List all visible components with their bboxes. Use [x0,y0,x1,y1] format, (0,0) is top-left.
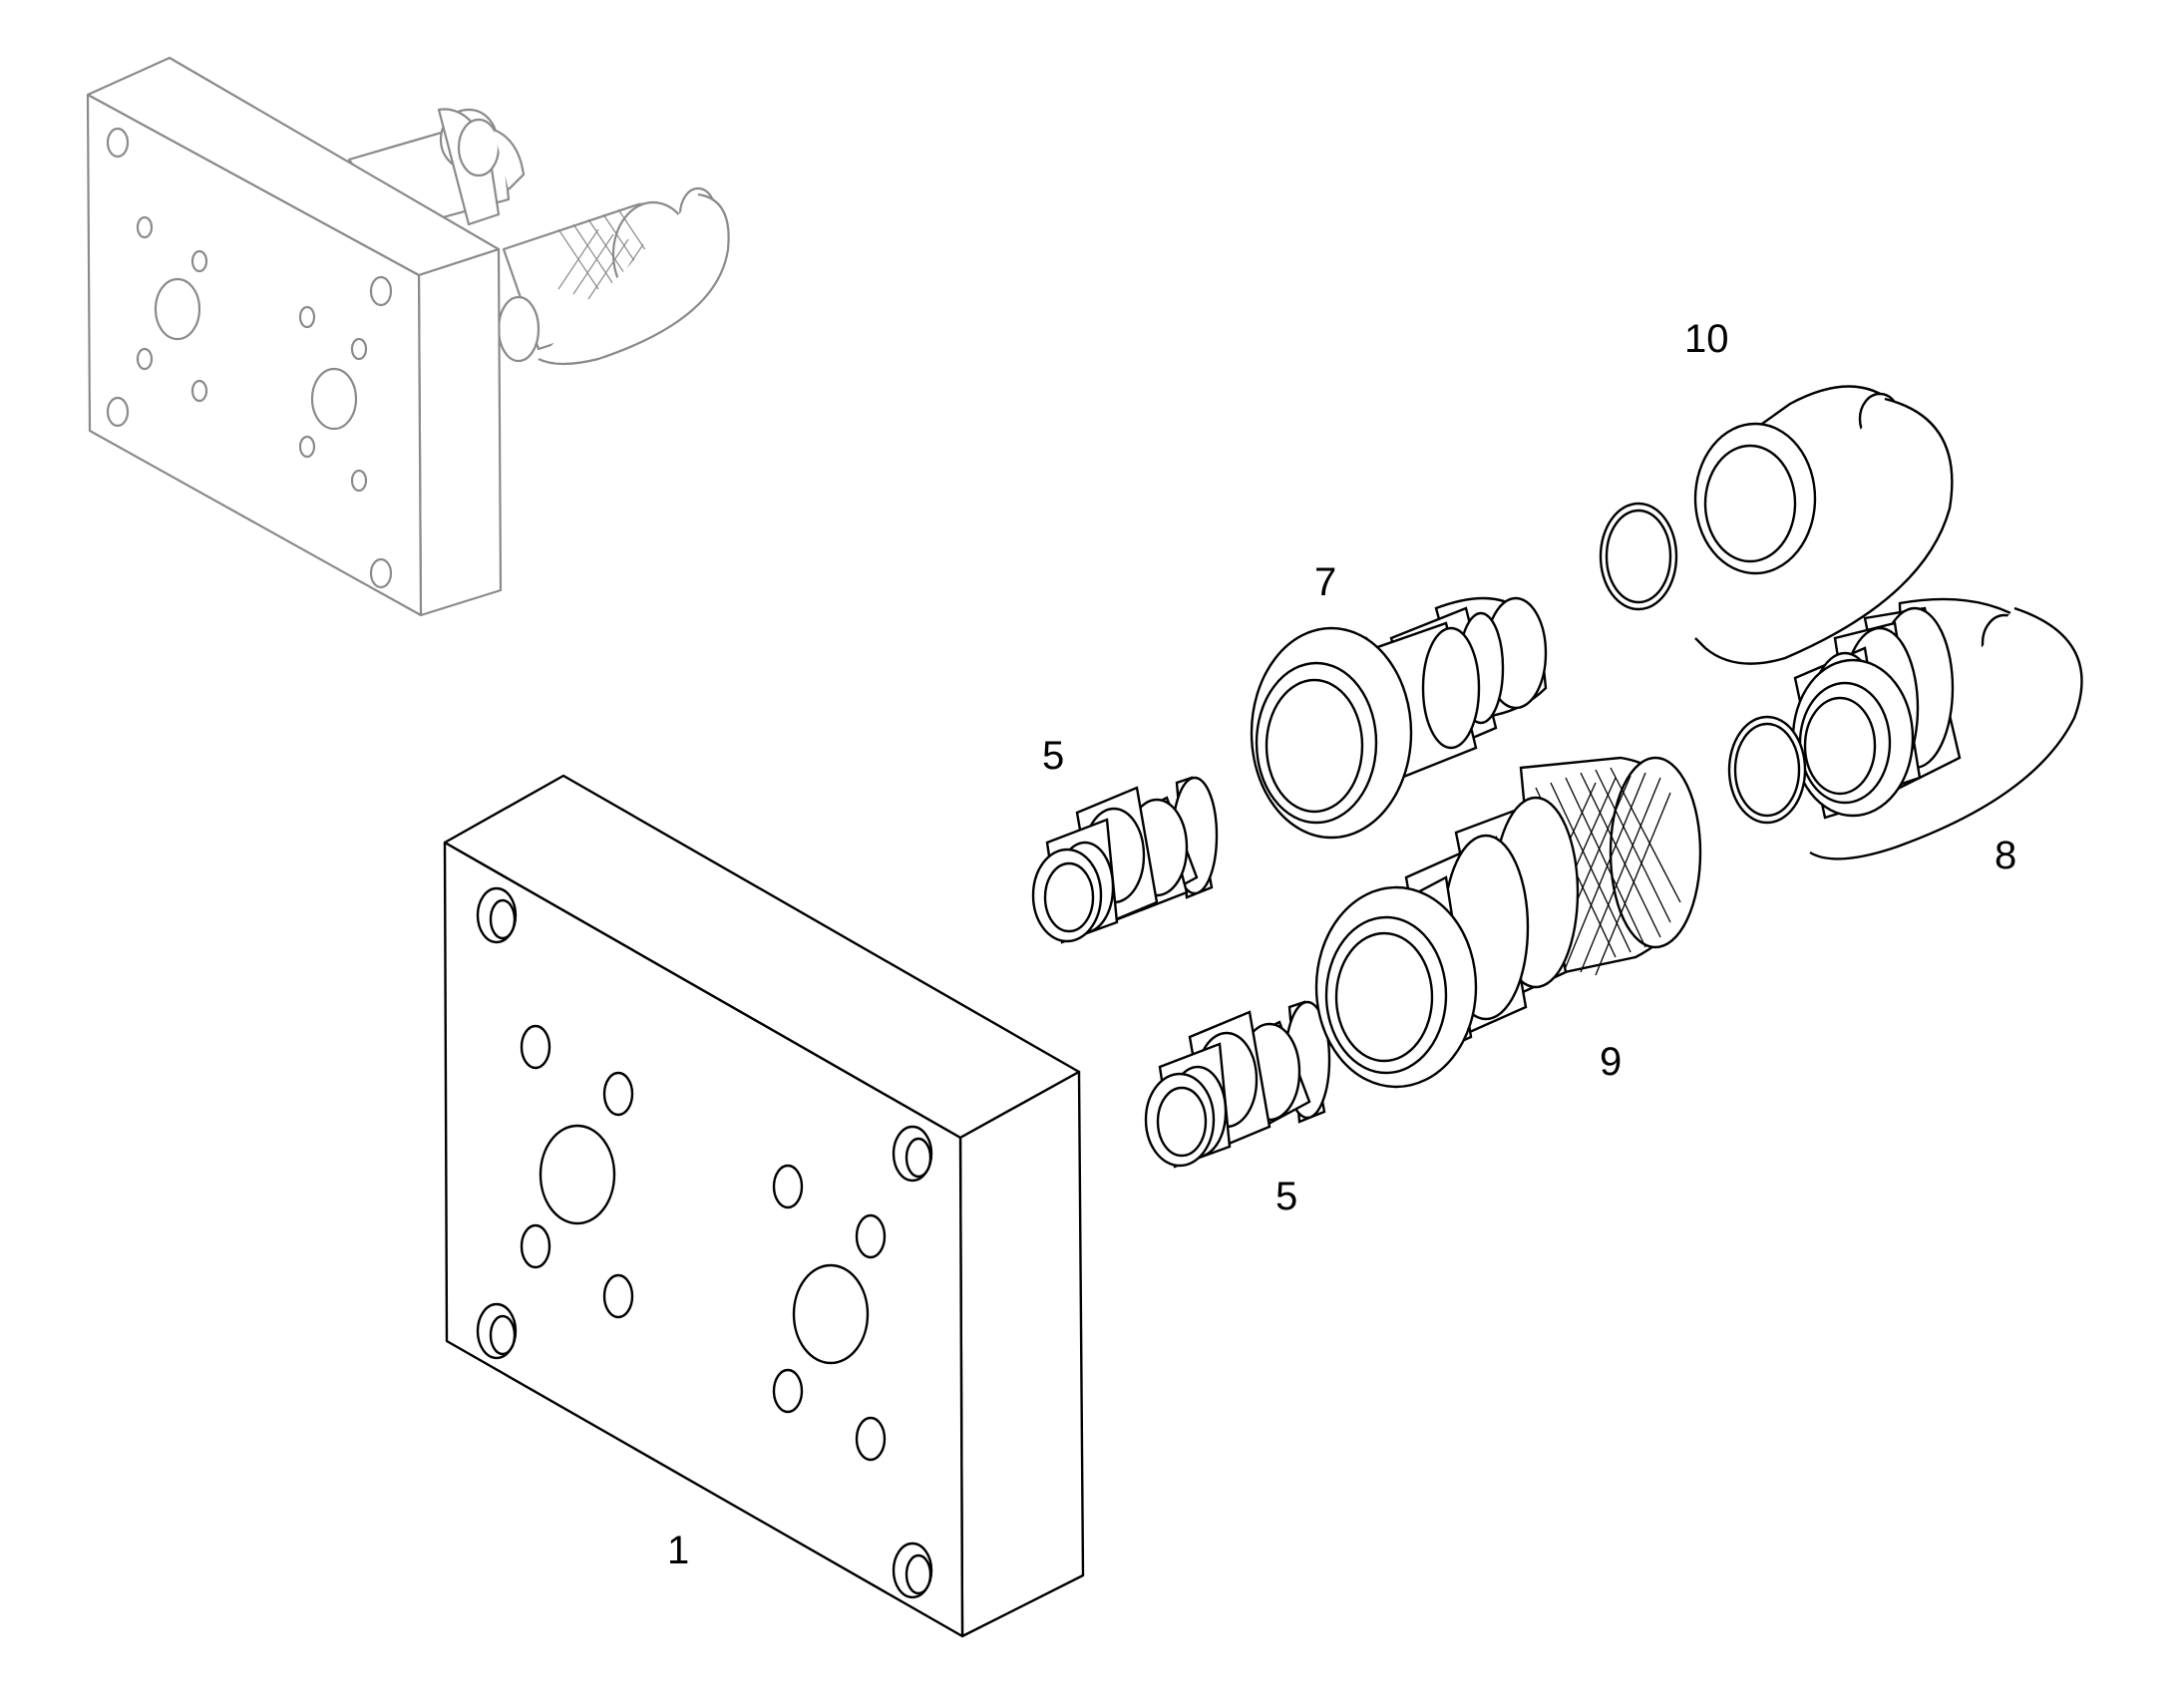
ghost-connectors [347,108,730,366]
part-10-cap [1599,385,1954,665]
part-7-nipple [1250,596,1548,840]
label-part-5-upper: 5 [1042,734,1065,778]
label-part-8: 8 [1995,834,2017,877]
label-part-7: 7 [1314,560,1337,604]
label-part-9: 9 [1600,1040,1623,1084]
part-5-adapter-lower [1144,1000,1331,1169]
part-5-adapter-upper [1031,776,1219,944]
assembled-view-ghost [86,56,730,617]
label-part-5-lower: 5 [1275,1175,1298,1218]
label-part-1: 1 [667,1529,690,1572]
ghost-plate [86,56,503,617]
label-part-10: 10 [1684,317,1729,361]
part-8-plug [1727,597,2083,860]
part-1-subplate [443,774,1085,1638]
part-9-coupler [1314,756,1702,1089]
